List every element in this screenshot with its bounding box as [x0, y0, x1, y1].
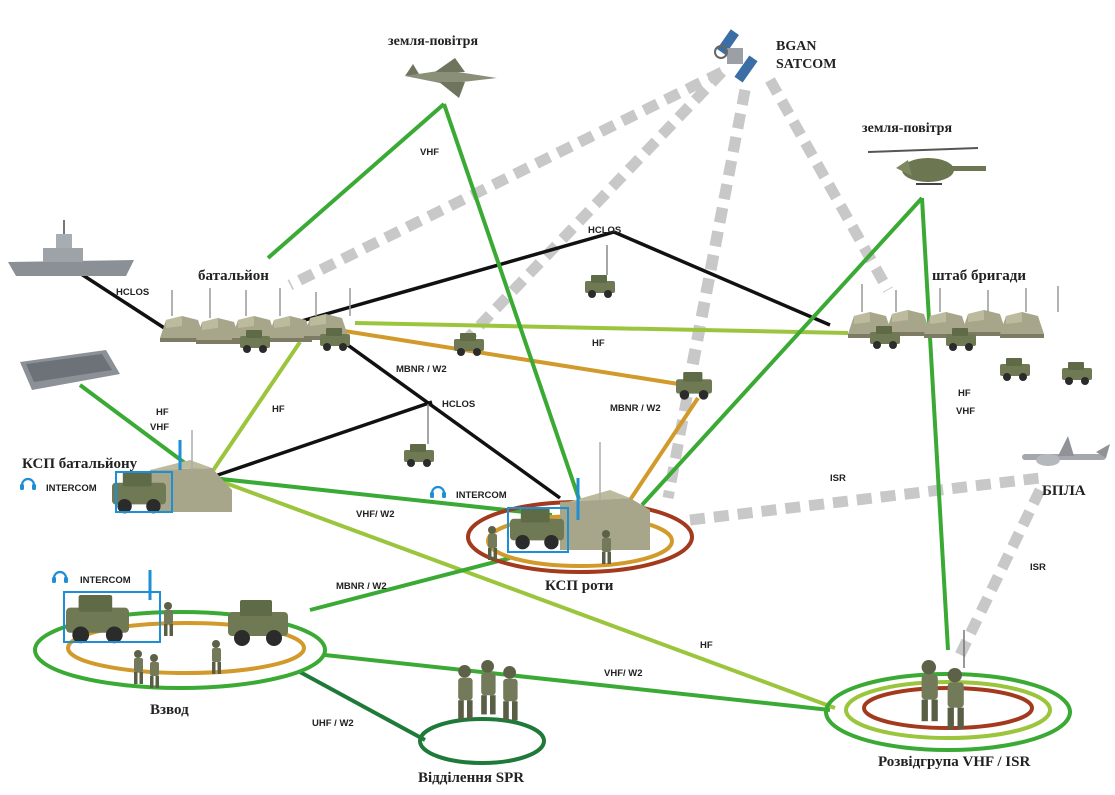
hf-link-bn-bde	[354, 321, 849, 335]
landing-craft-icon	[20, 350, 120, 390]
platoon-rings	[33, 610, 327, 690]
jet-icon	[405, 58, 497, 98]
label-link-hf-top: HF	[592, 338, 605, 349]
brigade-hq-icon	[848, 284, 1092, 385]
intercom-label-bncp: INTERCOM	[46, 483, 97, 494]
label-link-hf-bn: HF	[272, 404, 285, 415]
satcom-link-company	[662, 88, 751, 500]
hclos-link-bn-company	[336, 336, 562, 500]
battalion-hq-icon	[160, 288, 351, 353]
relay-vehicle-mid	[404, 404, 434, 467]
headset-icon	[18, 477, 38, 492]
label-company-cp: КСП роти	[545, 578, 614, 594]
vhf-link-platoon-recon	[324, 653, 831, 712]
vhf-link-bncp-company	[211, 476, 553, 517]
label-link-isr-recon: ISR	[1030, 562, 1046, 573]
vhf-link-air-bn	[266, 102, 446, 260]
squad-icon	[458, 660, 518, 721]
uhf-link-squad	[299, 670, 426, 742]
hclos-links	[74, 230, 831, 500]
label-link-mbnr-top: MBNR / W2	[396, 364, 447, 375]
intercom-label-company: INTERCOM	[456, 490, 507, 501]
helicopter-icon	[867, 147, 986, 185]
satellite-icon	[714, 29, 758, 83]
recon-group-icon	[921, 630, 965, 730]
platoon-icon	[63, 570, 288, 688]
label-link-vhf-bde: VHF	[956, 406, 975, 417]
label-recon: Розвідгрупа VHF / ISR	[878, 754, 1030, 770]
satcom-link-hummer-top	[462, 68, 726, 344]
label-battalion: батальйон	[198, 268, 269, 284]
mbnr-link-platoon	[309, 556, 511, 612]
mbnr-link-right	[628, 396, 700, 502]
label-link-vhf-air: VHF	[420, 147, 439, 158]
label-link-isr-uav: ISR	[830, 473, 846, 484]
label-link-vhf-bncp: VHF/ W2	[356, 509, 395, 520]
squad-ring	[418, 717, 546, 765]
label-link-vhf-boat: VHF	[150, 422, 169, 433]
label-air-top: земля-повітря	[388, 34, 478, 49]
label-link-hf-bde: HF	[958, 388, 971, 399]
intercom-label-platoon: INTERCOM	[80, 575, 131, 586]
relay-vehicle-top	[585, 245, 615, 298]
vhf-link-air-company	[442, 103, 582, 503]
label-link-hclos-top: HCLOS	[588, 225, 621, 236]
label-squad: Відділення SPR	[418, 770, 524, 786]
hclos-link-bncp	[211, 400, 433, 479]
hclos-link-top-bde	[613, 230, 831, 327]
isr-link-recon	[955, 487, 1045, 658]
label-link-hclos-ship: HCLOS	[116, 287, 149, 298]
satcom-links	[287, 67, 1045, 658]
vhf-link-heli-company	[640, 196, 924, 507]
hf-link-bn-bncp	[208, 340, 302, 477]
label-battalion-cp: КСП батальйону	[22, 456, 138, 472]
satcom-link-brigade	[765, 77, 893, 293]
isr-link-uav	[689, 472, 1041, 526]
hclos-link-bn-top	[269, 230, 615, 332]
ship-icon	[8, 220, 134, 276]
headset-icon	[50, 570, 70, 585]
satcom-link-battalion	[287, 67, 725, 290]
label-satcom-2: SATCOM	[776, 57, 836, 72]
label-link-mbnr-right: MBNR / W2	[610, 403, 661, 414]
vhf-links	[78, 102, 950, 712]
label-link-hf-recon: HF	[700, 640, 713, 651]
label-link-hclos-mid: HCLOS	[442, 399, 475, 410]
label-link-vhf-recon: VHF/ W2	[604, 668, 643, 679]
label-link-mbnr-platoon: MBNR / W2	[336, 581, 387, 592]
relay-vehicle-right	[676, 372, 712, 400]
label-link-hf-boat: HF	[156, 407, 169, 418]
label-air-right: земля-повітря	[862, 121, 952, 136]
mbnr-links	[337, 328, 700, 502]
label-satcom-1: BGAN	[776, 39, 816, 54]
hclos-link-ship	[74, 268, 173, 335]
company-cp-icon	[488, 442, 650, 564]
label-link-uhf-squad: UHF / W2	[312, 718, 354, 729]
uav-icon	[1022, 436, 1110, 466]
hf-link-bncp-recon	[211, 476, 836, 710]
headset-icon	[428, 485, 448, 500]
vhf-link-heli-recon	[920, 197, 950, 651]
hf-links	[208, 321, 849, 710]
mbnr-link-top	[337, 328, 686, 387]
label-brigade-hq: штаб бригади	[932, 268, 1026, 284]
label-platoon: Взвод	[150, 702, 189, 718]
label-uav: БПЛА	[1042, 483, 1086, 499]
battalion-cp-icon	[112, 430, 232, 514]
